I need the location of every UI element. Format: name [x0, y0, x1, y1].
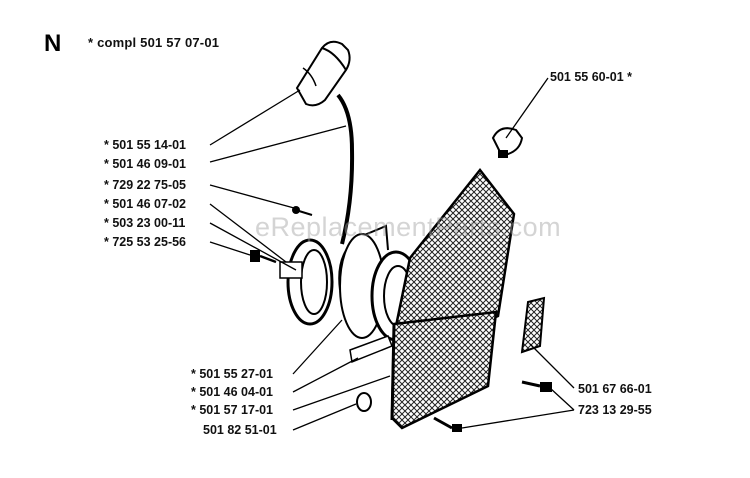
part-label-screw: * 725 53 25-56: [104, 235, 187, 249]
part-label-nut: 501 82 51-01: [203, 423, 277, 437]
screw-icon: [250, 250, 277, 264]
starter-handle-icon: [295, 40, 351, 107]
part-label-pulley: * 501 46 07-02: [104, 197, 187, 211]
part-label-decal: 501 67 66-01: [578, 382, 652, 396]
fan-cover-icon: [390, 167, 516, 430]
part-label-knob: 501 55 60-01 *: [550, 70, 633, 84]
starter-rope-icon: [336, 93, 355, 245]
part-label-rope: * 501 46 09-01: [104, 157, 187, 171]
part-label-housing: * 501 46 04-01: [191, 385, 274, 399]
leader-lines: [209, 77, 575, 431]
washer-icon: [356, 392, 372, 412]
part-label-washer: * 503 23 00-11: [104, 216, 186, 230]
section-letter: N: [44, 30, 62, 57]
bolt-right-icon: [521, 380, 552, 392]
part-label-spring: * 501 55 27-01: [191, 367, 274, 381]
starter-pulley-icon: [279, 238, 334, 326]
knob-icon: [491, 127, 524, 158]
part-label-handle: * 501 55 14-01: [104, 138, 187, 152]
decal-plate-icon: [520, 296, 546, 354]
part-label-screw-small: * 729 22 75-05: [104, 178, 187, 192]
part-label-bolt: 723 13 29-55: [578, 403, 652, 417]
part-label-cover: * 501 57 17-01: [191, 403, 274, 417]
assembly-part-number: * compl 501 57 07-01: [88, 35, 220, 50]
bolt-lower-icon: [433, 416, 462, 432]
watermark-text: eReplacementParts.com: [255, 212, 562, 242]
